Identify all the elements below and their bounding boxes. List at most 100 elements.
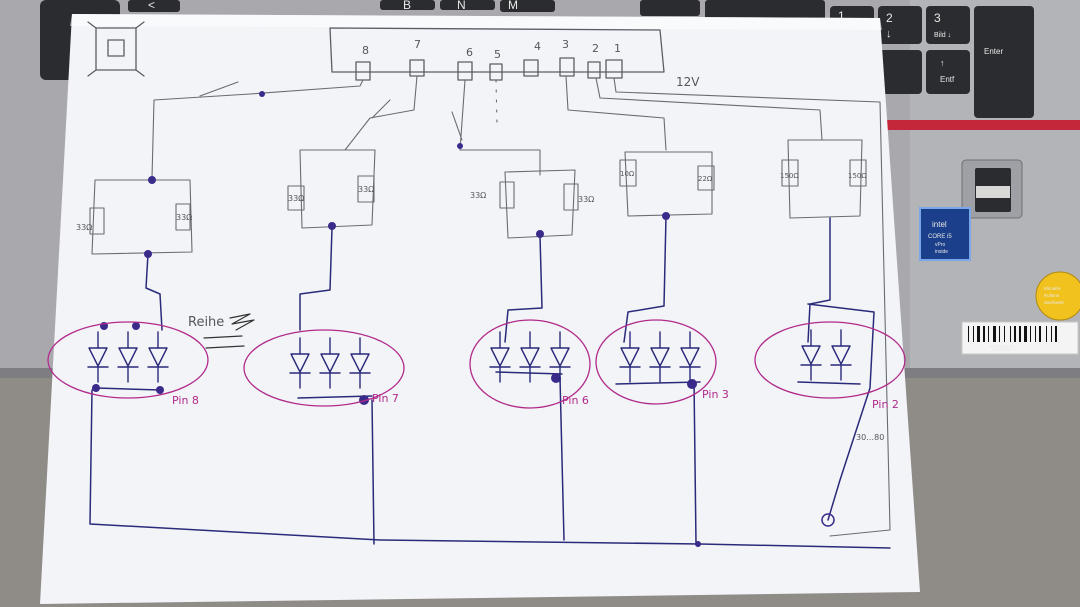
key-1-label: 1 xyxy=(838,9,845,23)
resistor-block-5 xyxy=(787,139,863,219)
barcode-bar xyxy=(1004,326,1005,342)
dot xyxy=(457,143,463,149)
schematic xyxy=(47,21,906,549)
dot xyxy=(132,322,140,330)
dot xyxy=(328,222,336,230)
button-outline xyxy=(95,27,137,71)
barcode-sticker: *0285* xyxy=(961,321,1079,355)
pin-label-3: 3 xyxy=(562,38,569,51)
ink-led-bus-2 xyxy=(297,395,373,399)
barcode-bar xyxy=(1051,326,1052,342)
intel-line3: inside xyxy=(935,249,948,255)
barcode-bar xyxy=(999,326,1000,342)
resistor-1a xyxy=(89,207,105,235)
pin-label-4: 4 xyxy=(534,40,541,53)
paper-highlight xyxy=(70,14,882,30)
key-3-label: 3 xyxy=(934,11,941,25)
yellow-sticker-line1: Klimafre xyxy=(1044,286,1061,291)
pin-label-2: 2 xyxy=(592,42,599,55)
wire-pin8 xyxy=(151,79,364,179)
dot xyxy=(359,395,369,405)
barcode-bar xyxy=(983,326,985,342)
pin-label-5: 5 xyxy=(494,48,501,61)
output-pin-labels: Pin 8 Pin 7 Pin 6 Pin 3 Pin 2 xyxy=(172,388,899,411)
junction-dots xyxy=(92,91,835,547)
key-m xyxy=(500,0,555,12)
pin-label-6: 6 xyxy=(466,46,473,59)
key-left-arrow xyxy=(878,50,922,94)
connector-pin-3 xyxy=(559,57,575,77)
led-ellipse-4 xyxy=(595,319,717,405)
resistor-3a xyxy=(499,181,515,209)
key-shift xyxy=(705,0,825,20)
key-2 xyxy=(878,6,922,44)
resistor-label-4b: 22Ω xyxy=(698,175,713,183)
ink-led-bus-1 xyxy=(95,387,161,391)
intel-line1: CORE i5 xyxy=(928,234,952,240)
connector-body xyxy=(329,27,665,73)
small-note: 30…80 xyxy=(856,433,884,442)
pin-number-labels: 8 7 6 5 4 3 2 1 xyxy=(362,38,621,61)
barcode-bars xyxy=(968,326,1057,342)
barcode-bar xyxy=(1035,326,1036,342)
wire-pin2 xyxy=(595,77,823,141)
key-2-label: 2 xyxy=(886,11,893,25)
resistor-label-1b: 33Ω xyxy=(176,213,192,222)
dot xyxy=(156,386,164,394)
wire-pin6 xyxy=(459,79,541,176)
key-2-arrow: ↓ xyxy=(886,28,892,40)
resistor-block-1 xyxy=(91,179,193,255)
resistor-2a xyxy=(287,185,305,211)
ink-led-bus-5 xyxy=(797,381,861,385)
resistor-label-3b: 33Ω xyxy=(578,195,594,204)
resistor-label-2a: 33Ω xyxy=(288,194,304,203)
dot xyxy=(687,379,697,389)
led-symbols xyxy=(87,329,852,389)
key-lt xyxy=(128,0,180,12)
ink-led-bus-4 xyxy=(615,381,701,385)
switch-pin7 xyxy=(371,99,391,119)
key-3-sub: Bild ↓ xyxy=(934,32,951,39)
ink-bottom-bus xyxy=(89,389,891,549)
resistor-4a xyxy=(619,159,637,187)
pin-label-8: 8 xyxy=(362,44,369,57)
barcode-bar xyxy=(1055,326,1057,342)
intel-sticker: intel CORE i5 vPro inside xyxy=(919,207,971,261)
led-ellipse-3 xyxy=(469,319,591,409)
push-button-sketch xyxy=(87,21,145,77)
yellow-sticker-disc xyxy=(1035,271,1080,321)
key-entf xyxy=(926,50,970,94)
intel-line2: vPro xyxy=(935,242,946,248)
barcode-bar xyxy=(993,326,996,342)
wire-pin1-12v xyxy=(613,77,891,537)
pin-label-7: 7 xyxy=(414,38,421,51)
dot xyxy=(551,373,561,383)
key-n xyxy=(440,0,495,10)
dot xyxy=(148,176,156,184)
dot xyxy=(144,250,152,258)
resistor-label-1a: 33Ω xyxy=(76,223,92,232)
pin-out-label-6: Pin 6 xyxy=(562,394,589,407)
ink-led-bus-3 xyxy=(495,371,563,375)
resistor-label-4a: 10Ω xyxy=(620,170,635,178)
supply-label: 12V xyxy=(676,75,700,89)
red-trim xyxy=(880,120,1080,130)
paper-sheet xyxy=(40,14,920,604)
intel-sticker-bg xyxy=(919,207,971,261)
annotation-reihe: Reihe xyxy=(188,315,224,330)
ink-drop-2 xyxy=(371,399,375,545)
resistor-5a xyxy=(781,159,799,187)
resistor-label-2b: 33Ω xyxy=(358,185,374,194)
key-enter-label: Enter xyxy=(984,47,1003,56)
intel-brand: intel xyxy=(932,220,947,229)
ink-wiring xyxy=(89,215,891,549)
resistor-1b xyxy=(175,203,191,231)
pin-out-label-2: Pin 2 xyxy=(872,398,899,411)
wire-pin5 xyxy=(495,79,498,125)
dot xyxy=(695,541,701,547)
resistors xyxy=(89,159,867,235)
resistor-block-4 xyxy=(624,151,713,217)
led-ellipse-1 xyxy=(47,321,209,399)
